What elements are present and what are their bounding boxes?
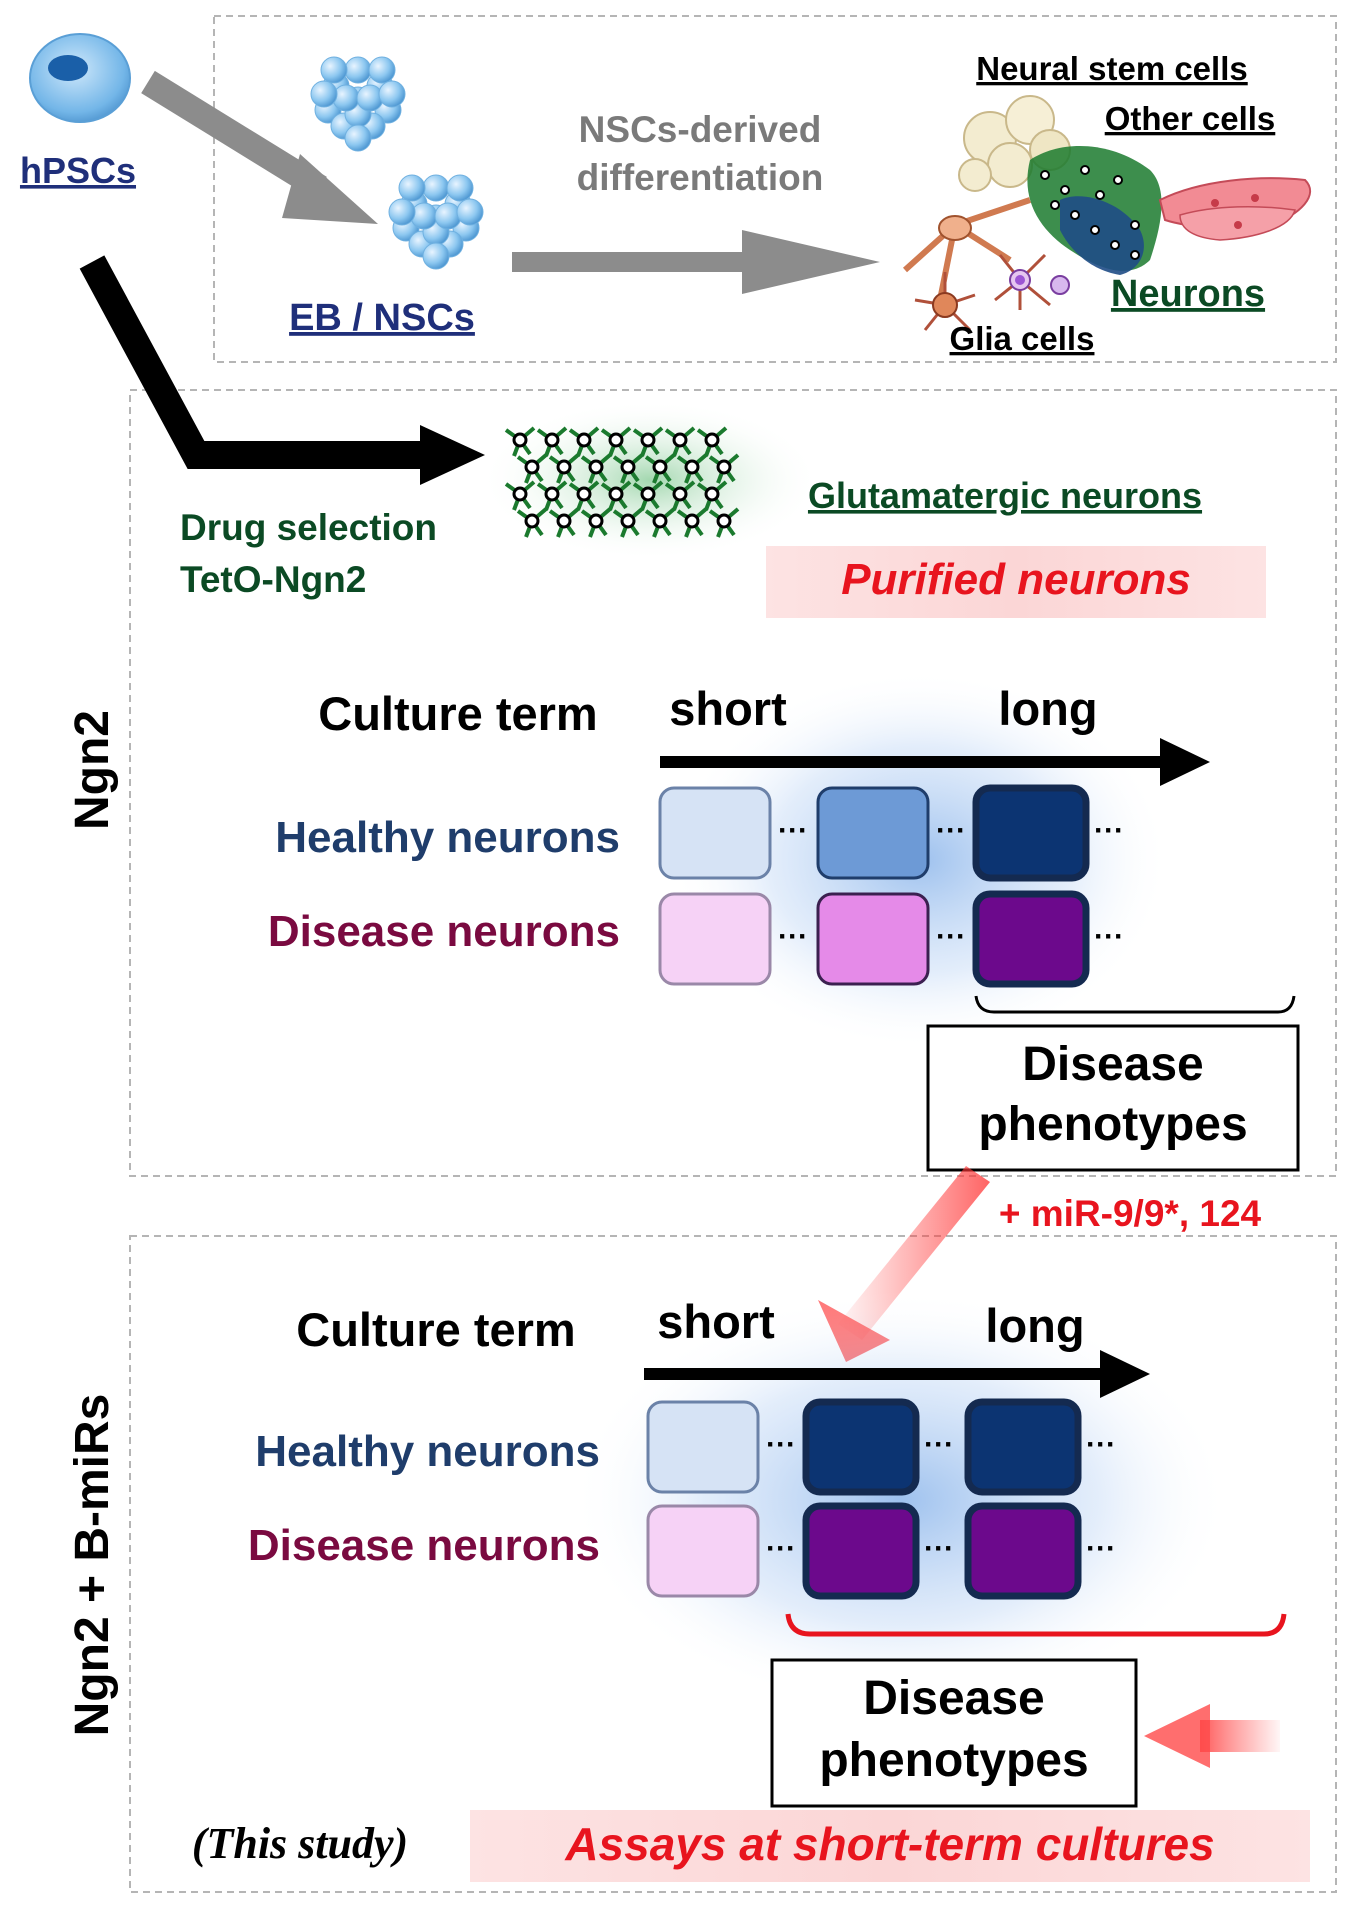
ellipsis: ···	[936, 920, 966, 953]
disease-square	[816, 892, 930, 986]
other-cells-label: Other cells	[1105, 100, 1276, 137]
healthy-square	[802, 1398, 920, 1496]
teto-ngn2-label: TetO-Ngn2	[180, 559, 366, 600]
disease-square	[802, 1502, 920, 1600]
ngn2-side-label: Ngn2	[66, 710, 119, 830]
assays-label: Assays at short-term cultures	[564, 1818, 1214, 1870]
bmirs-time-arrow	[644, 1350, 1150, 1398]
bmirs-side-label: Ngn2 + B-miRs	[66, 1394, 119, 1737]
mixed-culture-illustration	[902, 95, 1311, 332]
glia-cells-label: Glia cells	[950, 320, 1095, 357]
ngn2-time-arrow	[660, 738, 1210, 786]
ellipsis: ···	[924, 1532, 954, 1565]
ellipsis: ···	[766, 1428, 796, 1461]
eb-nscs-label: EB / NSCs	[289, 297, 475, 339]
healthy-square	[658, 786, 772, 880]
ellipsis: ···	[778, 814, 808, 847]
bmirs-phenotypes-box	[770, 1658, 1138, 1808]
assays-highlight	[470, 1810, 1310, 1882]
ellipsis: ···	[1086, 1532, 1116, 1565]
gray-arrow-to-eb	[141, 70, 378, 224]
ellipsis: ···	[1086, 1428, 1116, 1461]
neurons-label: Neurons	[1111, 273, 1265, 315]
ngn2-disease-label: Disease neurons	[268, 907, 620, 956]
bmirs-short-label: short	[657, 1295, 775, 1348]
nscs-derived-label: NSCs-derived	[579, 109, 822, 150]
healthy-square	[972, 784, 1090, 882]
gray-arrow-to-differentiation	[512, 230, 880, 294]
differentiation-label: differentiation	[577, 157, 824, 198]
disease-square	[646, 1504, 760, 1598]
bmirs-long-label: long	[985, 1299, 1084, 1352]
neural-stem-cells-label: Neural stem cells	[976, 50, 1247, 87]
ngn2-phenotype-grid: ··· ··· ··· ··· ··· ···	[658, 784, 1124, 988]
healthy-square	[816, 786, 930, 880]
hpsc-cell-icon	[29, 33, 131, 123]
this-study-label: (This study)	[192, 1819, 408, 1868]
ngn2-healthy-label: Healthy neurons	[275, 813, 620, 862]
healthy-square	[646, 1400, 760, 1494]
ngn2-panel	[129, 389, 1337, 1177]
bmirs-phenotype-brace	[785, 1613, 1287, 1637]
top-panel	[213, 15, 1337, 363]
ngn2-phenotypes-box	[926, 1024, 1300, 1172]
bmirs-phenotypes-line1: Disease	[863, 1672, 1044, 1725]
glutamatergic-neurons-label: Glutamatergic neurons	[808, 475, 1202, 516]
purified-neurons-label: Purified neurons	[841, 555, 1191, 604]
bmirs-disease-label: Disease neurons	[248, 1521, 600, 1570]
glutamatergic-neurons-icon	[480, 400, 820, 560]
ellipsis: ···	[924, 1428, 954, 1461]
black-bent-arrow	[79, 255, 485, 485]
mir-label: + miR-9/9*, 124	[999, 1193, 1262, 1234]
bmirs-glow	[570, 1290, 1230, 1710]
embryoid-body-icon-2	[388, 174, 484, 270]
disease-square	[658, 892, 772, 986]
ngn2-phenotypes-line1: Disease	[1022, 1038, 1203, 1091]
embryoid-body-icon-1	[310, 56, 406, 152]
bmirs-phenotypes-line2: phenotypes	[819, 1734, 1088, 1787]
ngn2-phenotypes-line2: phenotypes	[978, 1098, 1247, 1151]
healthy-square	[964, 1398, 1082, 1496]
phenotype-pointer-arrow	[1144, 1704, 1280, 1768]
drug-selection-label: Drug selection	[180, 507, 437, 548]
ngn2-long-label: long	[998, 682, 1097, 735]
bmirs-healthy-label: Healthy neurons	[255, 1427, 600, 1476]
ellipsis: ···	[778, 920, 808, 953]
bmirs-panel	[129, 1235, 1337, 1893]
ngn2-culture-term-label: Culture term	[318, 687, 597, 740]
ngn2-short-label: short	[669, 682, 787, 735]
bmirs-phenotype-grid: ··· ··· ··· ··· ··· ···	[646, 1398, 1116, 1600]
disease-square	[972, 890, 1090, 988]
purified-neurons-highlight	[766, 546, 1266, 618]
disease-square	[964, 1502, 1082, 1600]
ellipsis: ···	[936, 814, 966, 847]
ellipsis: ···	[766, 1532, 796, 1565]
ngn2-phenotype-brace	[974, 995, 1296, 1014]
ellipsis: ···	[1094, 814, 1124, 847]
hpscs-label: hPSCs	[20, 150, 136, 191]
ellipsis: ···	[1094, 920, 1124, 953]
bmirs-culture-term-label: Culture term	[296, 1303, 575, 1356]
